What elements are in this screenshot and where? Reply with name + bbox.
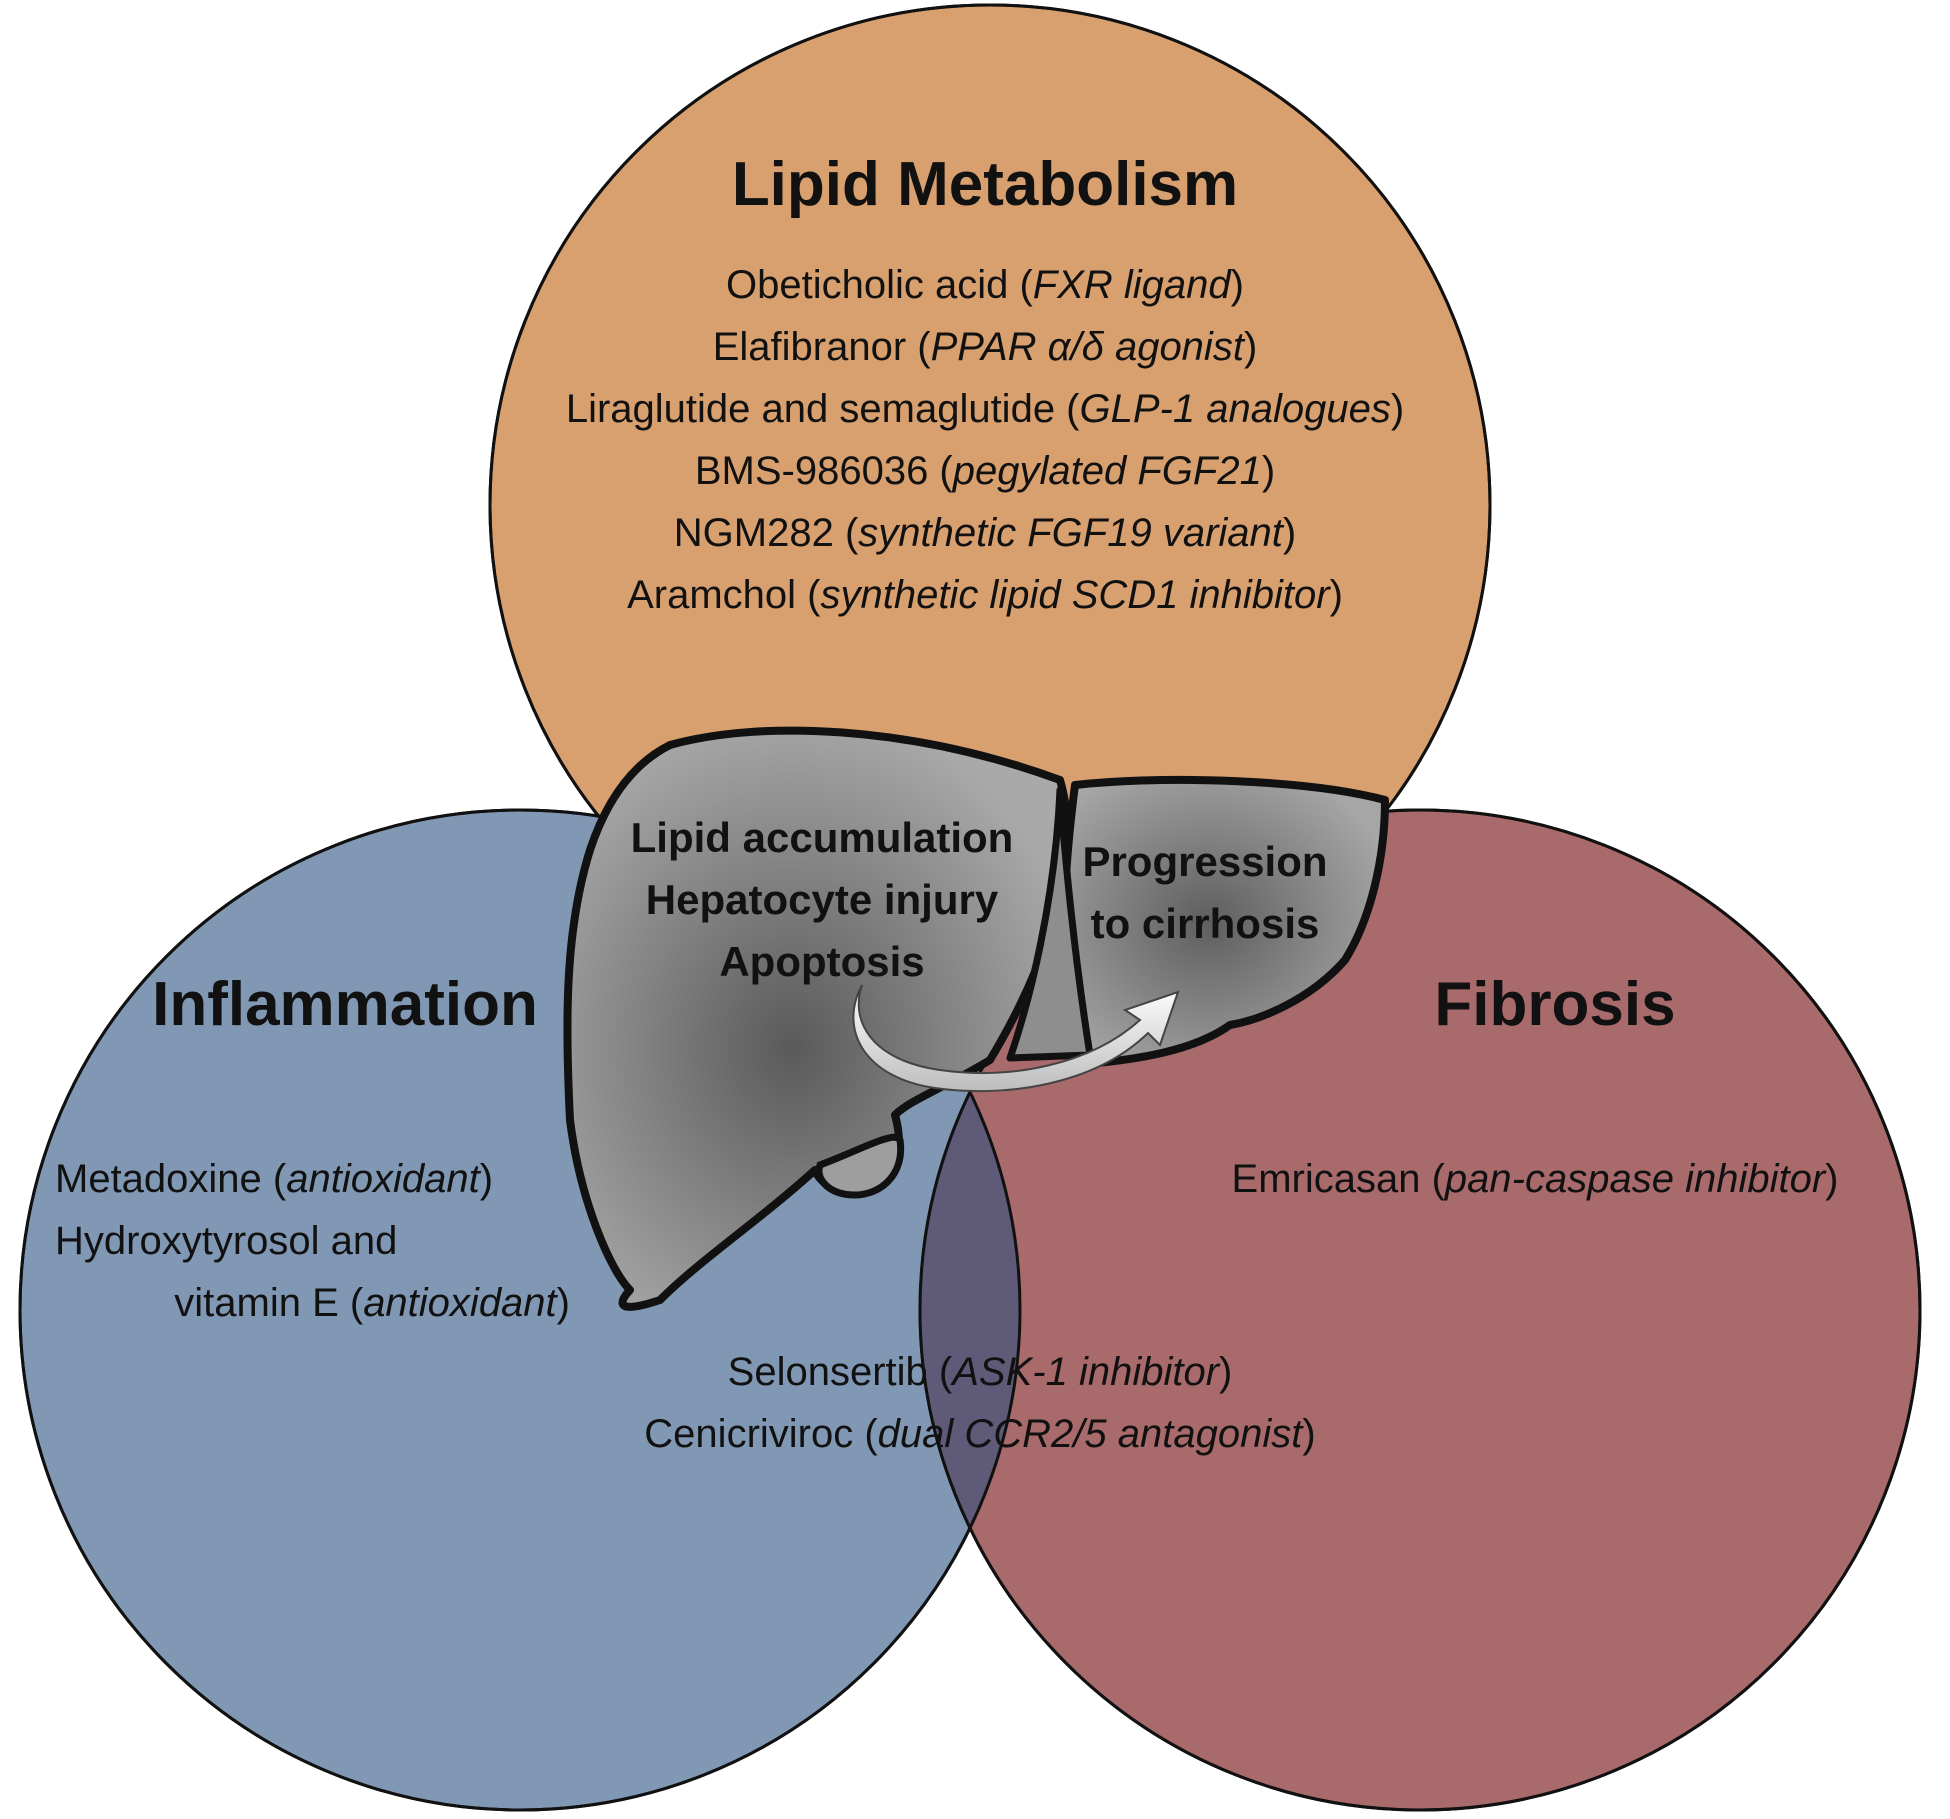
shared-drug-list: Selonsertib (ASK-1 inhibitor) Cenicrivir… [644, 1350, 1315, 1456]
fibrosis-circle-outline [918, 808, 1922, 1812]
fibrosis-drug-list: Emricasan (pan-caspase inhibitor) [1232, 1157, 1839, 1201]
drug-item: NGM282 (synthetic FGF19 variant) [674, 511, 1296, 555]
liver-label: to cirrhosis [1091, 900, 1320, 947]
liver-icon [563, 726, 1389, 1311]
drug-item: Elafibranor (PPAR α/δ agonist) [713, 325, 1258, 369]
liver-middle-segment [1006, 786, 1094, 1062]
liver-label: Lipid accumulation [631, 814, 1014, 861]
drug-item: BMS-986036 (pegylated FGF21) [695, 449, 1275, 493]
liver-left-lobe [563, 726, 1072, 1311]
lipid-drug-list: Obeticholic acid (FXR ligand) Elafibrano… [566, 263, 1404, 617]
liver-gallbladder [815, 1133, 905, 1199]
drug-item: vitamin E (antioxidant) [174, 1281, 570, 1325]
liver-right-lobe-labels: Progression to cirrhosis [1082, 838, 1327, 947]
drug-item: Cenicriviroc (dual CCR2/5 antagonist) [644, 1412, 1315, 1456]
drug-item: Selonsertib (ASK-1 inhibitor) [728, 1350, 1233, 1394]
inflammation-title: Inflammation [152, 970, 538, 1039]
drug-item: Emricasan (pan-caspase inhibitor) [1232, 1157, 1839, 1201]
drug-item: Obeticholic acid (FXR ligand) [726, 263, 1244, 307]
drug-item: Aramchol (synthetic lipid SCD1 inhibitor… [627, 573, 1343, 617]
drug-item: Liraglutide and semaglutide (GLP-1 analo… [566, 387, 1404, 431]
drug-item: Hydroxytyrosol and [55, 1219, 397, 1263]
liver-label: Progression [1082, 838, 1327, 885]
fibrosis-title: Fibrosis [1434, 970, 1675, 1039]
liver-left-lobe-labels: Lipid accumulation Hepatocyte injury Apo… [631, 814, 1014, 985]
drug-item: Metadoxine (antioxidant) [55, 1157, 493, 1201]
progression-arrow-icon [852, 984, 1180, 1093]
inflammation-drug-list: Metadoxine (antioxidant) Hydroxytyrosol … [55, 1157, 570, 1325]
inflammation-circle-outline [18, 808, 1022, 1812]
lipid-metabolism-title: Lipid Metabolism [732, 150, 1238, 219]
liver-label: Apoptosis [719, 938, 924, 985]
liver-label: Hepatocyte injury [646, 876, 999, 923]
